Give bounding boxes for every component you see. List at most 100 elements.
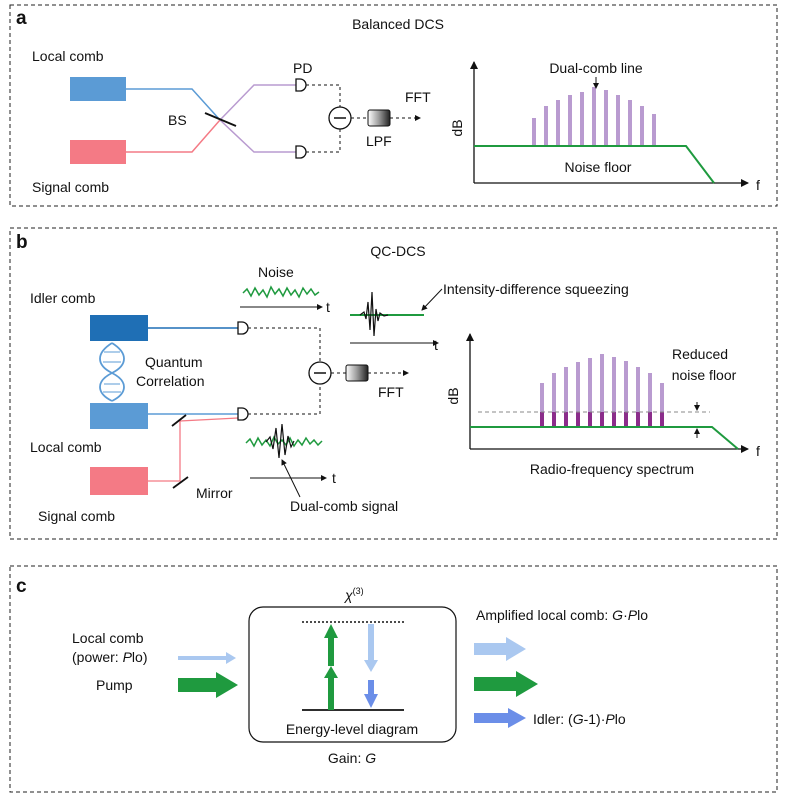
- comb-line: [628, 100, 632, 146]
- gain-label: Gain: G: [328, 750, 376, 766]
- idler-comb-label: Idler comb: [30, 290, 96, 306]
- dual-comb-pulse: [265, 423, 295, 459]
- comb-line: [580, 92, 584, 146]
- idler-label: Idler: (G-1)·Plo: [533, 711, 626, 727]
- comb-line: [576, 362, 580, 427]
- t-label-2: t: [434, 337, 438, 353]
- panel-b: b QC-DCS Idler comb Local comb Signal co…: [9, 227, 778, 540]
- local-comb-input-arrow: [178, 652, 236, 664]
- noise-trace: [242, 285, 320, 299]
- comb-line-base: [648, 412, 652, 427]
- rf-spectrum-label: Radio-frequency spectrum: [530, 461, 694, 477]
- f-label: f: [756, 177, 760, 193]
- signal-beam-b: [148, 417, 239, 482]
- dual-comb-lines: [532, 87, 656, 146]
- fft-label-b: FFT: [378, 384, 404, 400]
- low-pass-filter: [367, 109, 391, 127]
- amplified-output-arrow: [474, 637, 526, 661]
- comb-line: [640, 106, 644, 146]
- comb-line-base: [624, 412, 628, 427]
- comb-line-base: [588, 412, 592, 427]
- comb-line-base: [636, 412, 640, 427]
- panel-b-title: QC-DCS: [370, 243, 425, 259]
- signal-comb-label: Signal comb: [32, 179, 109, 195]
- comb-line: [616, 95, 620, 146]
- local-comb-label: Local comb: [32, 48, 104, 64]
- signal-beam: [126, 119, 221, 153]
- comb-line-base: [576, 412, 580, 427]
- signal-comb-label-b: Signal comb: [38, 508, 115, 524]
- pump-label: Pump: [96, 677, 133, 693]
- bs-label: BS: [168, 112, 187, 128]
- db-label: dB: [449, 119, 465, 136]
- comb-line-base: [564, 412, 568, 427]
- pump-input-arrow: [178, 672, 238, 698]
- photodetector-idler: [237, 321, 249, 335]
- comb-line: [612, 357, 616, 427]
- comb-line: [544, 106, 548, 146]
- idler-comb-source: [90, 315, 148, 341]
- comb-line-base: [612, 412, 616, 427]
- pump-output-arrow: [474, 671, 538, 697]
- beam-splitter: [204, 112, 237, 127]
- comb-line: [636, 367, 640, 427]
- quantum-label: Quantum: [145, 354, 203, 370]
- panel-b-letter: b: [16, 232, 28, 253]
- reduced-label: Reduced: [672, 346, 728, 362]
- dual-comb-signal-label: Dual-comb signal: [290, 498, 398, 514]
- noise-floor-line: [474, 145, 715, 184]
- panel-c-letter: c: [16, 576, 27, 597]
- comb-line: [564, 367, 568, 427]
- comb-line: [540, 383, 544, 427]
- comb-line: [600, 354, 604, 427]
- comb-line: [652, 114, 656, 146]
- comb-line-base: [600, 412, 604, 427]
- squeezed-pulse: [359, 291, 389, 337]
- panel-a-title: Balanced DCS: [352, 16, 444, 32]
- comb-line: [588, 358, 592, 427]
- low-pass-filter-b: [345, 364, 369, 382]
- comb-line-base: [660, 412, 664, 427]
- panel-c: c Local comb (power: Plo) Pump χ(3) Ener…: [9, 565, 778, 793]
- comb-line: [648, 373, 652, 427]
- local-comb-source: [70, 77, 126, 101]
- comb-line: [532, 118, 536, 146]
- pump-photon-1: [324, 666, 338, 710]
- noise-floor-label-b: noise floor: [672, 367, 737, 383]
- dual-comb-line-label: Dual-comb line: [549, 60, 643, 76]
- squeezing-label: Intensity-difference squeezing: [443, 281, 629, 297]
- comb-line: [568, 95, 572, 146]
- t-label-3: t: [332, 470, 336, 486]
- output-beam-1: [219, 84, 296, 121]
- panel-a: a Balanced DCS Local comb Signal comb BS…: [9, 4, 778, 207]
- energy-level-label: Energy-level diagram: [286, 721, 418, 737]
- comb-line-base: [552, 412, 556, 427]
- quantum-correlation-helix: [99, 342, 125, 402]
- local-beam: [126, 88, 221, 121]
- energy-level-box: [248, 606, 457, 743]
- photodetector-top: [295, 78, 307, 92]
- photodetector-local: [237, 407, 249, 421]
- f-label-b: f: [756, 443, 760, 459]
- lpf-label: LPF: [366, 133, 392, 149]
- noise-floor-label: Noise floor: [565, 159, 632, 175]
- comb-line: [624, 361, 628, 427]
- comb-line: [592, 87, 596, 146]
- idler-photon-down: [364, 680, 378, 708]
- photodetector-bottom: [295, 145, 307, 159]
- pd-label: PD: [293, 60, 312, 76]
- db-label-b: dB: [445, 387, 461, 404]
- signal-comb-source-b: [90, 467, 148, 495]
- comb-line: [660, 383, 664, 427]
- mirror-top: [171, 414, 187, 427]
- local-comb-source-b: [90, 403, 148, 429]
- mirror-label: Mirror: [196, 485, 233, 501]
- signal-comb-source: [70, 140, 126, 164]
- local-comb-power-label: (power: Plo): [72, 649, 148, 665]
- signal-photon-down: [364, 624, 378, 672]
- output-beam-2: [219, 119, 296, 153]
- noise-label: Noise: [258, 264, 294, 280]
- reduced-noise-floor-line: [470, 426, 739, 450]
- local-comb-label-c: Local comb: [72, 630, 144, 646]
